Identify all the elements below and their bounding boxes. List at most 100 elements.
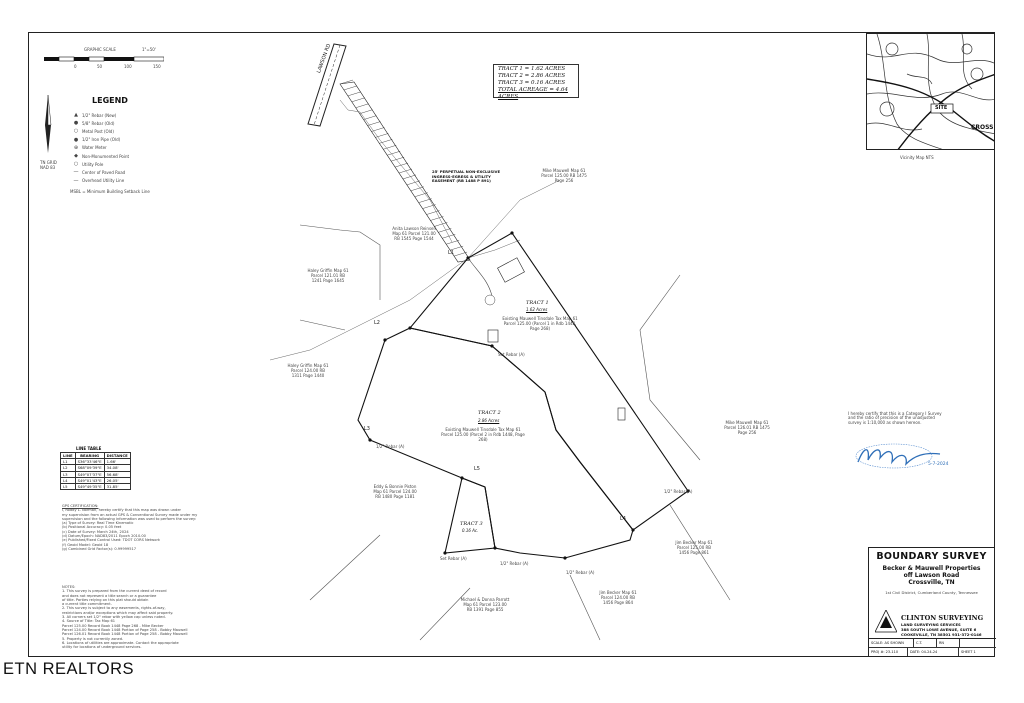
note-line: of title. Parties relying on this plat s… [62, 597, 149, 602]
surveyor-seal: I hereby certify that this is a Category… [848, 411, 956, 496]
tract-3-title: TRACT 3 [460, 521, 483, 527]
vicinity-map: SITE CROSS [866, 33, 995, 150]
easement-strip [339, 79, 471, 263]
note-line: 2. This survey is subject to any easemen… [62, 606, 166, 611]
neighbor-label: Jim Becker Map 61 Parcel 124.00 RB 1456 … [599, 590, 637, 605]
title-block-row: SCALE: AS SHOWN C.T. RN [869, 639, 996, 647]
note-line: Parcel 124.00 Record Book 1448 Portion o… [62, 627, 188, 632]
note-line: 6. Locations of utilities are approximat… [62, 640, 179, 645]
table-cell: S68°09'39"E [74, 464, 105, 472]
legend-item: ○Utility Pole [70, 160, 220, 168]
firm-name: CLINTON SURVEYING [901, 614, 984, 622]
note-line: 1. This survey is prepared from the curr… [62, 589, 167, 594]
acreage-total: TOTAL ACREAGE = 4.64 ACRES [498, 87, 568, 100]
legend: LEGEND ▲1/2" Rebar (New) ●5/8" Rebar (Ol… [70, 96, 220, 196]
note-line: restrictions and/or exceptions which may… [62, 610, 174, 615]
graphic-scale-title: GRAPHIC SCALE [84, 47, 116, 52]
metal-post-icon: ○ [73, 128, 79, 135]
note-line: 3. All corners set 1/2" rebar with yello… [62, 615, 166, 620]
rebar-old-icon: ● [73, 120, 79, 127]
surveyor-cert-text: I hereby certify that this is a Category… [848, 411, 956, 425]
legend-msbl: MSBL = Minimum Building Setback Line [70, 189, 150, 195]
legend-item: ◆Non-Monumented Point [70, 152, 220, 160]
surveyor-cert-line: I hereby certify that this is a Category… [848, 411, 942, 416]
note-line: utility for locations of underground ser… [62, 645, 142, 650]
note-line: a current title commitment. [62, 602, 112, 607]
tract-3-boundary [444, 477, 496, 554]
monument-label: 1/2" Rebar (A) [376, 444, 405, 449]
acreage-tract-1: TRACT 1 = 1.62 ACRES [498, 66, 566, 72]
note-line: and does not represent a title search or… [62, 593, 157, 598]
vicinity-cross-label: CROSS [971, 124, 994, 131]
title-block-owner: Becker & Mauwell Properties [882, 565, 981, 572]
gps-cert-line: (d) Datum/Epoch: NAD83/2011 Epoch 2010.0… [62, 534, 146, 539]
legend-item-label: Center of Paved Road [82, 169, 126, 175]
tract-2-area: 2.86 Acres [478, 418, 500, 423]
title-block-location: off Lawson Road [903, 572, 960, 579]
monument-label: Set Rebar (A) [498, 352, 525, 357]
legend-title: LEGEND [92, 96, 128, 105]
table-cell: S49°49'35"E [74, 482, 105, 491]
acreage-tract-3: TRACT 3 = 0.16 ACRES [498, 80, 566, 86]
legend-item: —Overhead Utility Line [70, 177, 220, 185]
table-cell: S36°33'46"E [74, 458, 105, 466]
vicinity-site-label: SITE [935, 105, 948, 111]
water-meter-icon: ⊕ [73, 144, 79, 151]
title-block-district: 1st Civil District, Cumberland County, T… [885, 590, 978, 595]
gps-cert-line: (g) Combined Grid Factor(s): 0.99999517 [62, 546, 137, 551]
iron-pipe-icon: ● [73, 136, 79, 143]
legend-item-label: Water Meter [82, 145, 107, 151]
line-label-l2: L2 [374, 320, 380, 326]
line-table-title: LINE TABLE [76, 446, 102, 451]
north-arrow-icon [45, 95, 52, 153]
table-cell: S49°01'43"E [74, 476, 105, 484]
title-block-date: DATE: 04-24-24 [908, 648, 959, 656]
driveway [467, 257, 493, 297]
title-block-sheet: SHEET 1 [961, 650, 976, 654]
firm-line: LAND SURVEYING SERVICES [901, 622, 961, 627]
legend-item-label: 5/8" Rebar (Old) [82, 120, 115, 126]
legend-item: ▲1/2" Rebar (New) [70, 111, 220, 119]
line-label-l3: L3 [364, 426, 370, 432]
monument-label: Set Rebar (A) [440, 556, 467, 561]
gps-cert-line: I, Roddy L. Norman, hereby certify that … [62, 508, 182, 513]
line-table-header: DISTANCE [103, 451, 131, 460]
buildings [487, 257, 626, 421]
neighbor-label: Haley Griffin Map 61 Parcel 124.00 RB 13… [287, 363, 329, 378]
adjoiner-lines [299, 224, 731, 641]
title-block-proj: PROJ #: 23-110 [869, 648, 908, 656]
vicinity-map-drawing [867, 34, 994, 149]
table-cell: L5 [60, 482, 76, 491]
legend-item: ●1/2" Iron Pipe (Old) [70, 136, 220, 144]
legend-item-label: 1/2" Iron Pipe (Old) [82, 137, 121, 143]
legend-item: ⊕Water Meter [70, 144, 220, 152]
utility-lines [269, 99, 561, 361]
tract-3-area: 0.16 Ac. [462, 528, 479, 533]
legend-item: —Center of Paved Road [70, 168, 220, 176]
note-line: Parcel 126.01 Record Book 1448 Portion o… [62, 632, 188, 637]
gps-cert-line: supervision and the following informatio… [62, 516, 197, 521]
tract-1-title: TRACT 1 [526, 300, 549, 306]
neighbor-label: Mike Mauwell Map 61 Parcel 125.00 RB 147… [541, 168, 587, 183]
neighbor-label: Jim Becker Map 61 Parcel 125.00 RB 1456 … [675, 540, 713, 555]
legend-item-label: Metal Post (Old) [82, 128, 114, 134]
line-label-l4: L4 [620, 516, 626, 522]
firm-line: COOKEVILLE, TN 38501 931-372-0146 [901, 632, 982, 637]
gps-cert-line: (b) Positional Accuracy: 0.05 feet [62, 525, 122, 530]
brokerage-watermark: ETN REALTORS [3, 660, 134, 678]
table-cell: 31.85' [103, 482, 131, 491]
lawson-road [307, 43, 347, 127]
acreage-summary: TRACT 1 = 1.62 ACRES TRACT 2 = 2.86 ACRE… [493, 64, 579, 100]
easement-label: 25' PERPETUAL NON-EXCLUSIVE INGRESS-EGRE… [432, 169, 501, 184]
firm-logo-icon [875, 610, 897, 633]
legend-item-label: Overhead Utility Line [82, 178, 125, 184]
gps-cert-line: (e) Published/Fixed Control Used: TDOT C… [62, 538, 160, 543]
scale-tick-0: 0 [74, 64, 77, 69]
monument-label: 1/2" Rebar (A) [566, 570, 595, 575]
title-block-title: BOUNDARY SURVEY [876, 551, 987, 562]
title-block-city: Crossville, TN [908, 579, 955, 586]
tract-2-boundary [357, 327, 634, 559]
tract-1-boundary [409, 232, 689, 531]
gps-cert-line: (f) Geoid Model: Geoid 18 [62, 542, 109, 547]
